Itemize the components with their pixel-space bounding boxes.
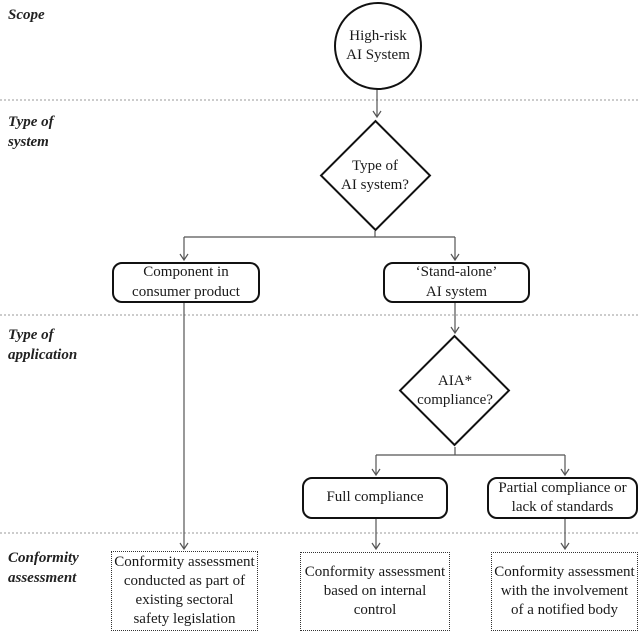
section-separators bbox=[0, 99, 640, 534]
diamond-aia-compliance-label: AIA* compliance? bbox=[417, 372, 493, 408]
node-ca-sectoral-legislation: Conformity assessment conducted as part … bbox=[111, 551, 258, 631]
node-partial-compliance: Partial compliance or lack of standards bbox=[487, 477, 638, 519]
node-stand-alone-ai-system: ‘Stand-alone’ AI system bbox=[383, 262, 530, 303]
connector-split-to-full bbox=[371, 455, 381, 477]
section-label-conformity-assessment: Conformity assessment bbox=[8, 550, 79, 586]
connector-component-to-sectoral bbox=[179, 303, 189, 551]
node-full-compliance: Full compliance bbox=[302, 477, 448, 519]
node-ca-notified-body: Conformity assessment with the involveme… bbox=[491, 552, 638, 631]
connector-partial-to-notified bbox=[560, 519, 570, 551]
connector-full-to-internal bbox=[371, 519, 381, 551]
section-label-type-of-application: Type of application bbox=[8, 327, 78, 363]
connectors bbox=[179, 88, 570, 551]
node-component-in-consumer-product: Component in consumer product bbox=[112, 262, 260, 303]
node-ca-internal-control: Conformity assessment based on internal … bbox=[300, 552, 450, 631]
node-high-risk-ai-system: High-risk AI System bbox=[334, 2, 422, 90]
connector-start-to-type-decision bbox=[372, 88, 382, 119]
node-high-risk-ai-system-label: High-risk AI System bbox=[346, 27, 410, 63]
section-label-type-of-system: Type of system bbox=[8, 114, 54, 150]
connector-standalone-to-aia bbox=[450, 303, 460, 335]
section-label-scope: Scope bbox=[8, 7, 45, 23]
diamond-type-of-ai-system-label: Type of AI system? bbox=[341, 157, 409, 193]
connector-type-decision-split bbox=[184, 231, 455, 238]
connector-split-to-partial bbox=[560, 455, 570, 477]
connector-split-to-component bbox=[179, 237, 189, 262]
connector-aia-split bbox=[376, 447, 565, 456]
connector-split-to-standalone bbox=[450, 237, 460, 262]
